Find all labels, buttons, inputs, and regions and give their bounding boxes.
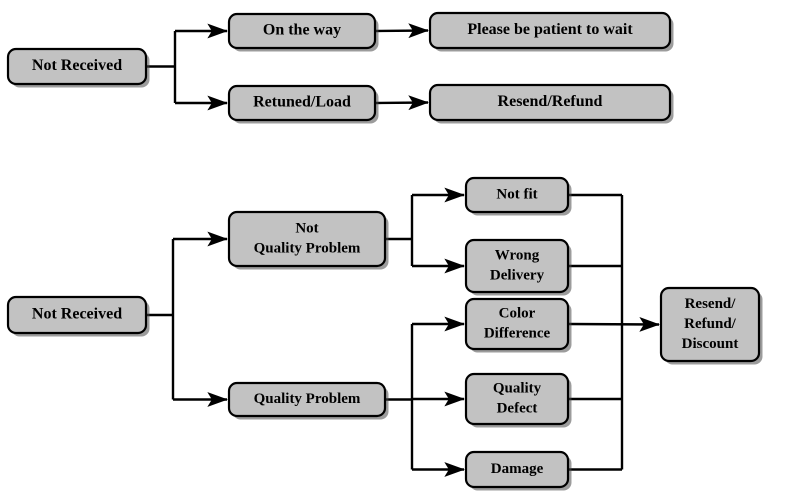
node-shape[interactable] bbox=[227, 381, 387, 418]
node-b-final[interactable]: Resend/Refund/Discount bbox=[659, 286, 763, 365]
node-label: Color bbox=[499, 305, 536, 321]
node-label: Resend/ bbox=[685, 296, 737, 312]
node-shape[interactable] bbox=[464, 176, 570, 214]
node-label: Resend/Refund bbox=[498, 93, 603, 110]
node-shape[interactable] bbox=[227, 210, 387, 268]
node-shape[interactable] bbox=[464, 238, 570, 294]
node-label: Defect bbox=[497, 400, 538, 416]
node-t-wait[interactable]: Please be patient to wait bbox=[428, 11, 674, 52]
node-label: Damage bbox=[491, 461, 544, 477]
node-b-qual[interactable]: Quality Problem bbox=[227, 381, 389, 420]
node-label: Not bbox=[295, 220, 318, 236]
edge-to-resend-refund bbox=[374, 95, 429, 111]
node-shape[interactable] bbox=[464, 372, 570, 426]
node-label: Quality Problem bbox=[254, 240, 361, 256]
node-label: Discount bbox=[682, 336, 739, 352]
node-label: Not fit bbox=[496, 186, 537, 202]
node-shape[interactable] bbox=[6, 295, 148, 335]
node-shape[interactable] bbox=[227, 84, 377, 122]
node-t-root[interactable]: Not Received bbox=[6, 47, 150, 88]
node-label: Retuned/Load bbox=[253, 94, 351, 111]
node-label: Quality Problem bbox=[254, 391, 361, 407]
node-label: Wrong bbox=[495, 247, 540, 263]
node-shape[interactable] bbox=[464, 450, 570, 489]
node-label: On the way bbox=[263, 22, 341, 39]
edge-to-resend-refund-discount bbox=[567, 316, 660, 332]
node-label: Quality bbox=[493, 380, 542, 396]
edge-to-please-wait bbox=[374, 23, 429, 39]
node-shape[interactable] bbox=[227, 12, 377, 50]
edges-layer bbox=[146, 23, 660, 477]
node-label: Delivery bbox=[490, 267, 545, 283]
node-shape[interactable] bbox=[428, 83, 672, 122]
node-b-damage[interactable]: Damage bbox=[464, 450, 572, 491]
node-shape[interactable] bbox=[464, 297, 570, 351]
node-label: Not Received bbox=[32, 57, 122, 74]
node-b-root[interactable]: Not Received bbox=[6, 295, 150, 337]
node-label: Refund/ bbox=[684, 316, 737, 332]
node-label: Not Received bbox=[32, 306, 122, 323]
node-shape[interactable] bbox=[428, 11, 672, 50]
node-t-onway[interactable]: On the way bbox=[227, 12, 379, 52]
node-label: Please be patient to wait bbox=[467, 21, 633, 38]
node-t-return[interactable]: Retuned/Load bbox=[227, 84, 379, 124]
node-b-notfit[interactable]: Not fit bbox=[464, 176, 572, 216]
node-t-resend[interactable]: Resend/Refund bbox=[428, 83, 674, 124]
node-label: Difference bbox=[484, 325, 551, 341]
node-shape[interactable] bbox=[659, 286, 761, 363]
node-shape[interactable] bbox=[6, 47, 148, 86]
